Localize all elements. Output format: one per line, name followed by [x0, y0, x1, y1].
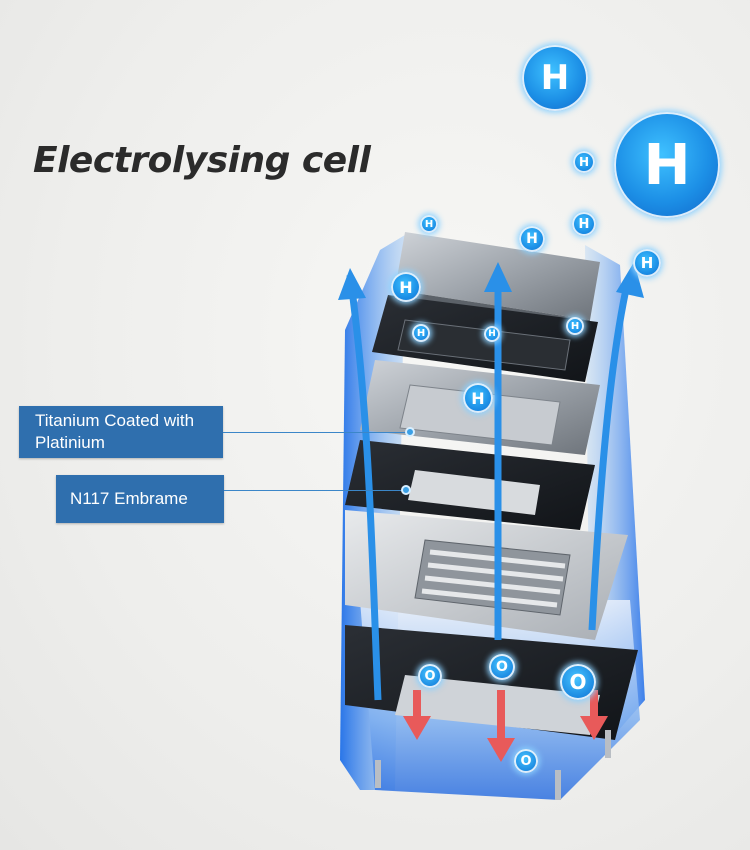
- diagram-title: Electrolysing cell: [33, 140, 371, 181]
- base-feet: [375, 730, 611, 800]
- dark-flow-plate: [345, 440, 595, 530]
- hydrogen-ion: H: [522, 45, 588, 111]
- titanium-platinum-label: Titanium Coated with Platinium: [19, 406, 223, 458]
- hydrogen-flow-arrows: [338, 262, 644, 701]
- hydrogen-ion: H: [420, 215, 438, 233]
- oxygen-ion: O: [560, 664, 596, 700]
- hydrogen-ion: H: [633, 249, 661, 277]
- hydrogen-ion: H: [572, 212, 596, 236]
- hydrogen-ion: H: [463, 383, 493, 413]
- oxygen-ion: O: [489, 654, 515, 680]
- membrane-label: N117 Embrame: [56, 475, 224, 523]
- hydrogen-ion: H: [573, 151, 595, 173]
- membrane-leader-line: [224, 490, 404, 491]
- hydrogen-ion: H: [614, 112, 720, 218]
- oxygen-ion: O: [418, 664, 442, 688]
- hydrogen-ion: H: [412, 324, 430, 342]
- oxygen-flow-arrows: [403, 690, 608, 762]
- bipolar-plate: [345, 510, 628, 640]
- hydrogen-ion: H: [566, 317, 584, 335]
- hydrogen-ion: H: [519, 226, 545, 252]
- membrane-leader-dot: [401, 485, 411, 495]
- hydrogen-ion: H: [391, 272, 421, 302]
- titanium-leader-line: [223, 432, 408, 433]
- titanium-leader-dot: [405, 427, 415, 437]
- oxygen-ion: O: [514, 749, 538, 773]
- hydrogen-ion: H: [484, 326, 500, 342]
